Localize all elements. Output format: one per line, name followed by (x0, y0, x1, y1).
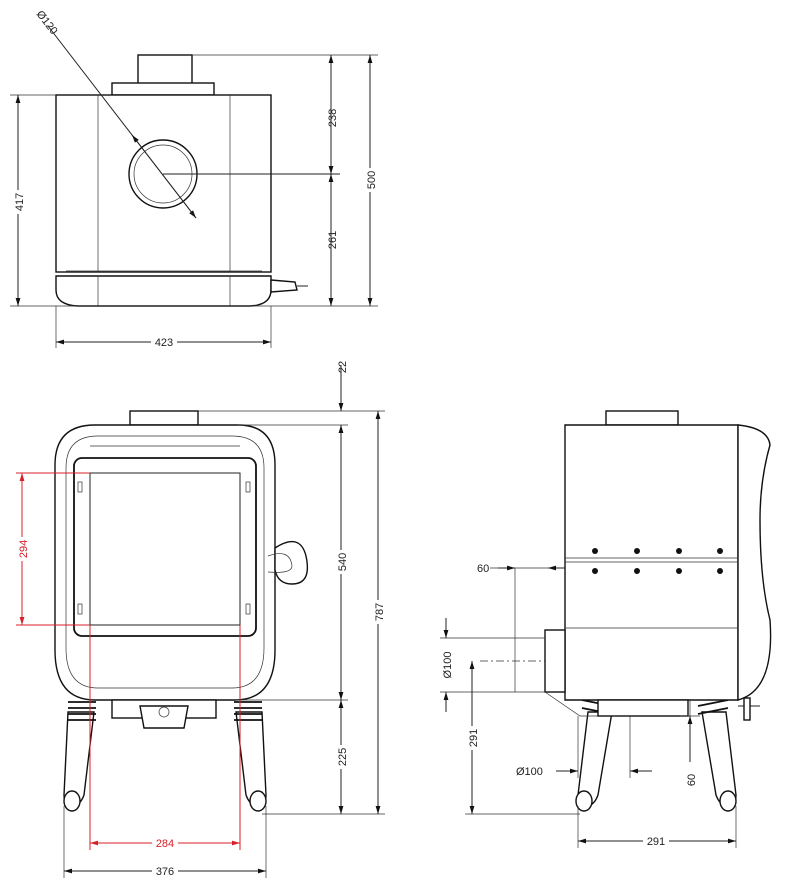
top-dim-423: 423 (155, 337, 173, 349)
front-door (73, 457, 257, 637)
front-leg-right (234, 701, 267, 812)
front-dim-376: 376 (156, 866, 174, 878)
side-dim-d100-vertical: Ø100 (442, 652, 454, 679)
top-dim-417: 417 (14, 193, 26, 211)
front-view: 294 284 22 540 225 787 376 (16, 361, 386, 878)
top-handle (270, 279, 298, 293)
front-leg-left (63, 701, 96, 812)
front-dim-225: 225 (337, 748, 349, 766)
top-view: Ø120 238 261 500 417 423 (10, 8, 378, 349)
front-body (54, 424, 276, 701)
side-dim-d100-horizontal: Ø100 (516, 766, 543, 778)
side-view: 60 Ø100 291 Ø100 60 291 (440, 410, 772, 848)
top-dim-238: 238 (327, 109, 339, 127)
front-dim-787: 787 (374, 603, 386, 621)
top-flue-stub (137, 54, 193, 86)
side-door-profile (737, 424, 772, 701)
top-flue-diameter-label: Ø120 (34, 8, 60, 37)
side-leg-front (575, 691, 613, 812)
top-dim-261: 261 (327, 231, 339, 249)
front-glass (89, 472, 241, 626)
side-dim-60-top: 60 (477, 563, 489, 575)
front-dim-284: 284 (156, 838, 174, 850)
top-base (55, 275, 272, 307)
front-dim-294: 294 (18, 540, 30, 558)
side-flue-stub (605, 410, 679, 426)
front-dim-540: 540 (337, 553, 349, 571)
side-rear-inlet (544, 629, 566, 693)
side-dim-60-bottom: 60 (686, 774, 698, 786)
side-leg-rear (697, 691, 737, 812)
top-flue-collar (111, 82, 215, 96)
front-dim-22: 22 (337, 361, 349, 373)
side-dim-291-vertical: 291 (468, 729, 480, 747)
side-dim-291-horizontal: 291 (647, 836, 665, 848)
side-body (564, 424, 739, 701)
top-dim-500: 500 (366, 171, 378, 189)
front-flue-stub (129, 410, 199, 426)
